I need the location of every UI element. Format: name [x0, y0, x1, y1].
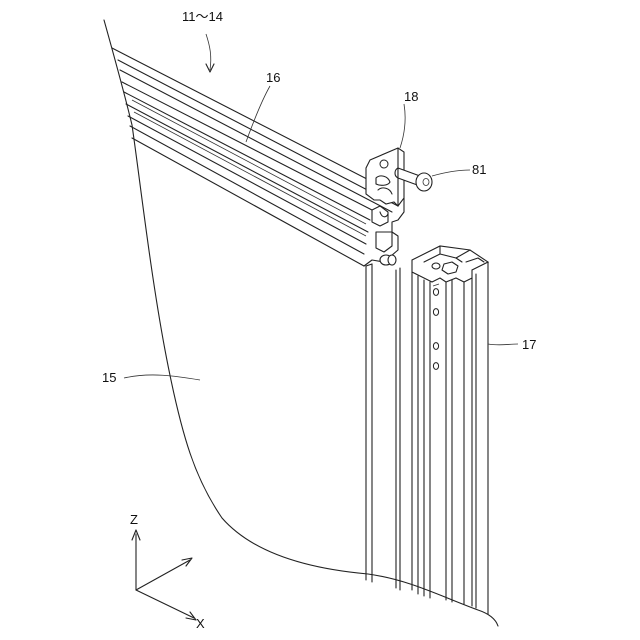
label-rail-16: 16: [266, 70, 280, 85]
panel-15-curve: [104, 20, 498, 626]
vertical-frame: [366, 264, 400, 590]
label-bolt-81: 81: [472, 162, 486, 177]
label-axis-z: Z: [130, 512, 138, 527]
top-rail-16: [112, 48, 404, 266]
axis-indicator: [132, 530, 196, 620]
label-bracket-18: 18: [404, 89, 418, 104]
post-17: [412, 246, 488, 614]
label-axis-x: X: [196, 616, 205, 631]
label-post-17: 17: [522, 337, 536, 352]
label-panel-15: 15: [102, 370, 116, 385]
label-assembly: 11～14: [182, 9, 223, 24]
